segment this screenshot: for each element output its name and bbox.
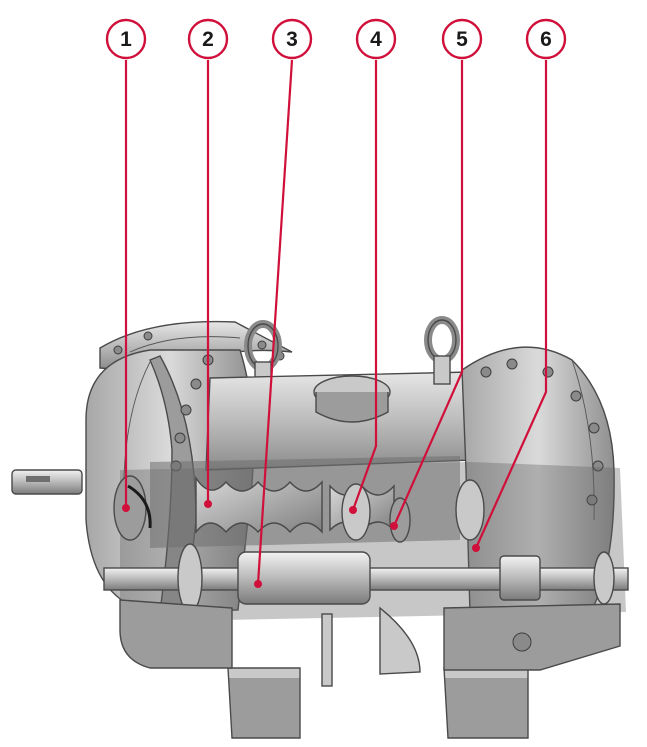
- callout-2: 2: [187, 18, 229, 60]
- main-shaft: [103, 543, 629, 613]
- leader-line-6: [474, 60, 548, 549]
- leader-line-3: [256, 59, 294, 585]
- leader-dot-5: [390, 522, 398, 530]
- right-end-cover: [461, 346, 615, 615]
- callout-number-3: 3: [286, 28, 298, 51]
- callouts: 1 2 3 4 5 6: [105, 18, 567, 60]
- leader-dot-3: [254, 580, 262, 588]
- leader-line-4: [351, 60, 378, 511]
- pump-feet: [227, 667, 529, 739]
- callout-number-6: 6: [540, 28, 552, 51]
- callout-6: 6: [525, 18, 567, 60]
- leader-line-5: [392, 60, 464, 527]
- callout-3: 3: [271, 18, 313, 60]
- leader-dot-2: [204, 500, 212, 508]
- callout-number-4: 4: [370, 28, 382, 51]
- leader-dot-4: [349, 506, 357, 514]
- drive-shaft-left: [11, 469, 83, 495]
- leader-dot-6: [472, 544, 480, 552]
- lower-casing: [119, 599, 621, 687]
- central-casing: [205, 371, 475, 471]
- callout-number-1: 1: [120, 28, 132, 51]
- callout-number-5: 5: [456, 28, 468, 51]
- screw-pump-illustration: [11, 316, 629, 739]
- callout-5: 5: [441, 18, 483, 60]
- lifting-eye-right: [424, 316, 460, 385]
- callout-1: 1: [105, 18, 147, 60]
- leader-dot-1: [122, 504, 130, 512]
- callout-number-2: 2: [202, 28, 214, 51]
- callout-4: 4: [355, 18, 397, 60]
- bearing-rings: [341, 479, 485, 543]
- callout-leaders: [122, 59, 548, 588]
